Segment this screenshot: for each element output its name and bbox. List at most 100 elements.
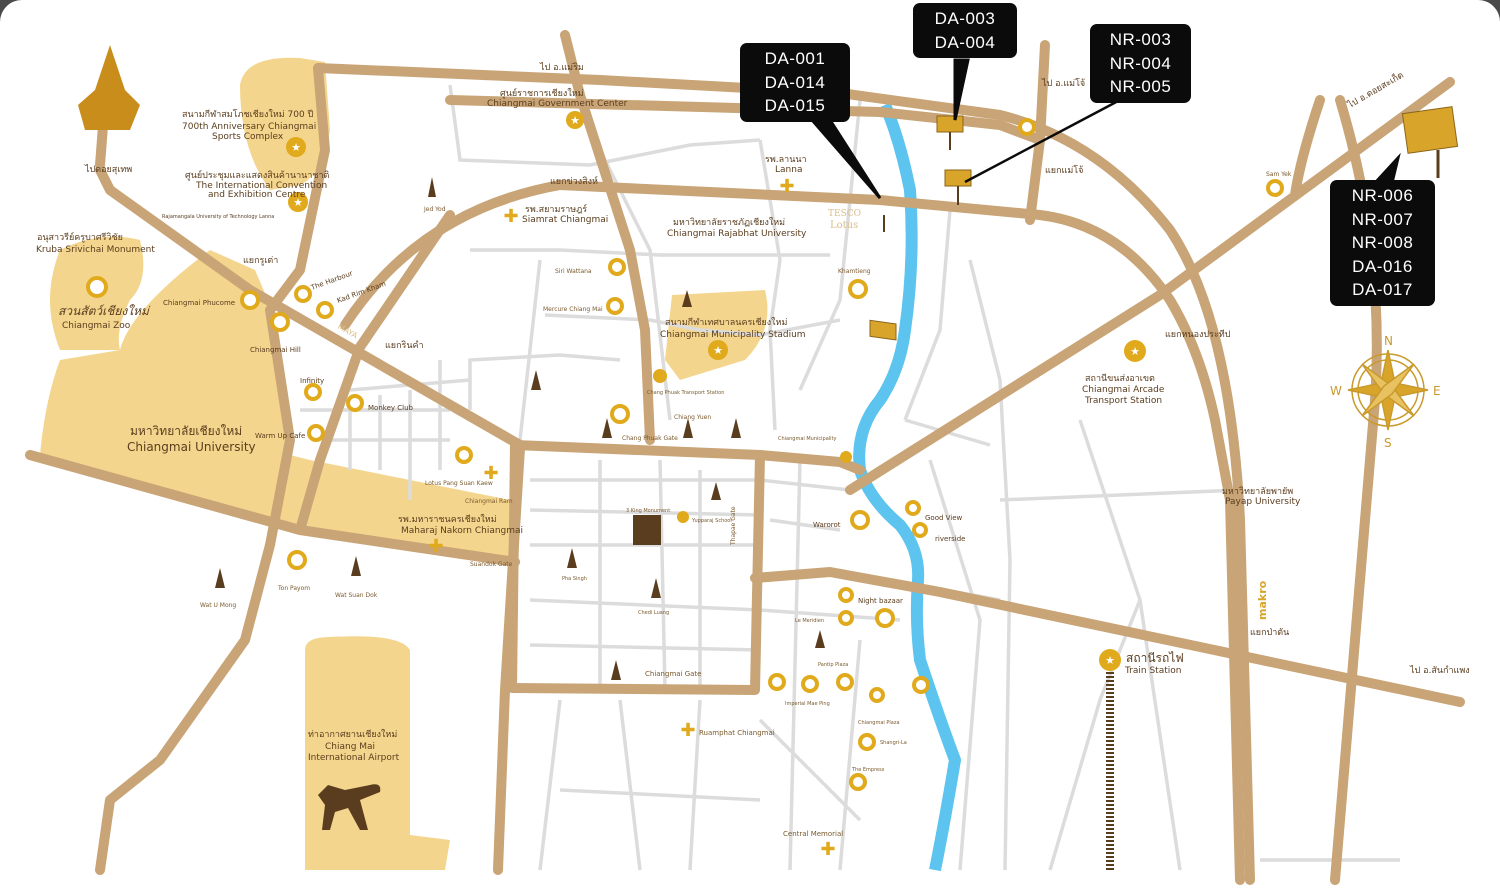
temple-icon: [567, 548, 577, 568]
billboard-callout-1[interactable]: DA-001 DA-014 DA-015: [740, 43, 850, 122]
intersection-ka-sak: แยกหนองประทีป: [1165, 329, 1231, 340]
svg-text:★: ★: [1105, 654, 1115, 667]
billboard-code: DA-003: [934, 9, 996, 28]
government-th: ศูนย์ราชการเชียงใหม่: [500, 87, 584, 99]
land-areas: [40, 57, 768, 870]
intersection-rin-kham: แยกรินคำ: [385, 340, 424, 351]
payap-en: Payap University: [1225, 497, 1301, 507]
convention-en2: and Exhibition Centre: [208, 190, 306, 200]
monkey-en: Monkey Club: [368, 404, 414, 412]
airplane-icon: [318, 784, 381, 830]
suandok-gate-en: Suandok Gate: [470, 561, 513, 568]
svg-text:✚: ✚: [680, 720, 695, 741]
arcade-en1: Chiangmai Arcade: [1082, 385, 1165, 395]
rmutl-en: Rajamangala University of Technology Lan…: [162, 214, 274, 220]
pantip-en: Pantip Plaza: [818, 662, 848, 668]
billboard-code: NR-005: [1109, 77, 1172, 96]
wat-umong-en: Wat U Mong: [200, 602, 236, 609]
zoo-en: Chiangmai Zoo: [62, 321, 131, 331]
temple-icon: [602, 418, 612, 438]
temple-icon: [711, 482, 721, 500]
road-doi-suthep: [95, 165, 525, 450]
night-bazaar-en: Night bazaar: [858, 597, 903, 605]
billboard-code: DA-001: [764, 49, 826, 68]
riverside-en: riverside: [935, 535, 966, 543]
sports-en1: 700th Anniversary Chiangmai: [182, 122, 316, 132]
payap-th: มหาวิทยาลัยพายัพ: [1222, 486, 1293, 497]
hill-en: Chiangmai Hill: [250, 346, 301, 354]
airport-en2: International Airport: [308, 753, 400, 763]
kruba-th: อนุสาวรีย์ครูบาศรีวิชัย: [37, 231, 123, 243]
train-th: สถานีรถไฟ: [1126, 651, 1184, 665]
airport-area: [305, 636, 450, 870]
minor-roads: [300, 84, 1400, 871]
tesco-en2: Lotus: [830, 220, 858, 231]
arcade-th: สถานีขนส่งอาเขต: [1085, 373, 1155, 384]
billboard-code: NR-008: [1351, 233, 1414, 252]
svg-text:✚: ✚: [779, 176, 794, 197]
ruamphat-en: Ruamphat Chiangmai: [699, 729, 775, 737]
sports-en2: Sports Complex: [212, 132, 284, 142]
imperial-en: Imperial Mae Ping: [785, 701, 830, 707]
arcade-en2: Transport Station: [1084, 396, 1162, 406]
billboard-code: DA-017: [1352, 280, 1413, 299]
siri-en: Siri Wattana: [555, 268, 592, 275]
sports-th: สนามกีฬาสมโภชเชียงใหม่ 700 ปี: [182, 109, 314, 120]
stadium-en: Chiangmai Municipality Stadium: [660, 330, 806, 340]
siamrat-th: รพ.สยามราษฎร์: [525, 203, 587, 215]
shangrila-en: Shangri-La: [880, 740, 907, 746]
tesco-en1: TESCO: [828, 209, 861, 219]
svg-text:✚: ✚: [820, 839, 835, 860]
lotus-kaew-en: Lotus Pang Suan Kaew: [425, 480, 493, 487]
mercure-en: Mercure Chiang Mai: [543, 306, 603, 313]
svg-text:★: ★: [713, 344, 723, 357]
temple-icon: [815, 630, 825, 648]
sports-complex-area: [240, 57, 330, 191]
direction-mae-jo: ไป อ.แม่โจ้: [1041, 78, 1085, 89]
good-view-en: Good View: [925, 514, 963, 522]
temple-icon: [651, 578, 661, 598]
ton-payom-en: Ton Payom: [277, 585, 310, 592]
temple-icon: [531, 370, 541, 390]
direction-mae-rim: ไป อ.แม่ริม: [539, 62, 584, 73]
siamrat-en: Siamrat Chiangmai: [522, 215, 608, 225]
cm-plaza-en: Chiangmai Plaza: [858, 720, 900, 726]
temple-icons: [78, 45, 825, 830]
wat-suan-dok-en: Wat Suan Dok: [335, 592, 378, 599]
compass-s: S: [1384, 436, 1392, 450]
billboard-callout-3[interactable]: NR-003 NR-004 NR-005: [1090, 24, 1191, 103]
svg-text:✚: ✚: [503, 206, 518, 227]
le-meridien-en: Le Meridien: [795, 618, 824, 624]
makro-en: makro: [1256, 580, 1269, 620]
temple-icon: [428, 177, 436, 197]
temple-icon: [611, 660, 621, 680]
kruba-en: Kruba Srivichai Monument: [36, 245, 155, 255]
billboard-callout-2[interactable]: DA-003 DA-004: [913, 3, 1017, 58]
svg-text:★: ★: [570, 114, 580, 127]
map-labels: ไปดอยสุเทพ ไป อ.แม่ริม ไป อ.แม่โจ้ ไป อ.…: [36, 62, 1470, 838]
billboard-callout-4[interactable]: NR-006 NR-007 NR-008 DA-016 DA-017: [1330, 180, 1435, 306]
billboard-icon: [944, 169, 972, 205]
direction-doi-saket: ไป อ.ดอยสะเก็ด: [1344, 68, 1406, 111]
rajabhat-en: Chiangmai Rajabhat University: [667, 229, 807, 239]
billboard-code: DA-015: [764, 96, 826, 115]
major-roads: [25, 30, 1465, 885]
chang-phuak-bus-en: Chang Phuak Transport Station: [647, 390, 724, 396]
chang-phuak-en: Chang Phuak Gate: [622, 435, 678, 442]
direction-doi-suthep: ไปดอยสุเทพ: [84, 164, 132, 175]
billboard-icon: [1401, 106, 1459, 178]
billboard-code: DA-014: [764, 72, 826, 92]
warmup-en: Warm Up Cafe: [255, 432, 305, 440]
lanna-th: รพ.ลานนา: [765, 155, 807, 165]
intersection-mae-ping: แยกแม่โจ้: [1045, 165, 1083, 176]
temple-icon: [683, 418, 693, 438]
billboard-code: NR-003: [1109, 30, 1172, 49]
yupparaj-en: Yupparaj School: [691, 518, 732, 524]
billboard-code: DA-004: [934, 32, 996, 52]
airport-th: ท่าอากาศยานเชียงใหม่: [308, 729, 397, 740]
warorot-en: Warorot: [813, 521, 841, 529]
shop-icons: [86, 118, 1284, 791]
billboard-code: DA-016: [1352, 256, 1413, 276]
